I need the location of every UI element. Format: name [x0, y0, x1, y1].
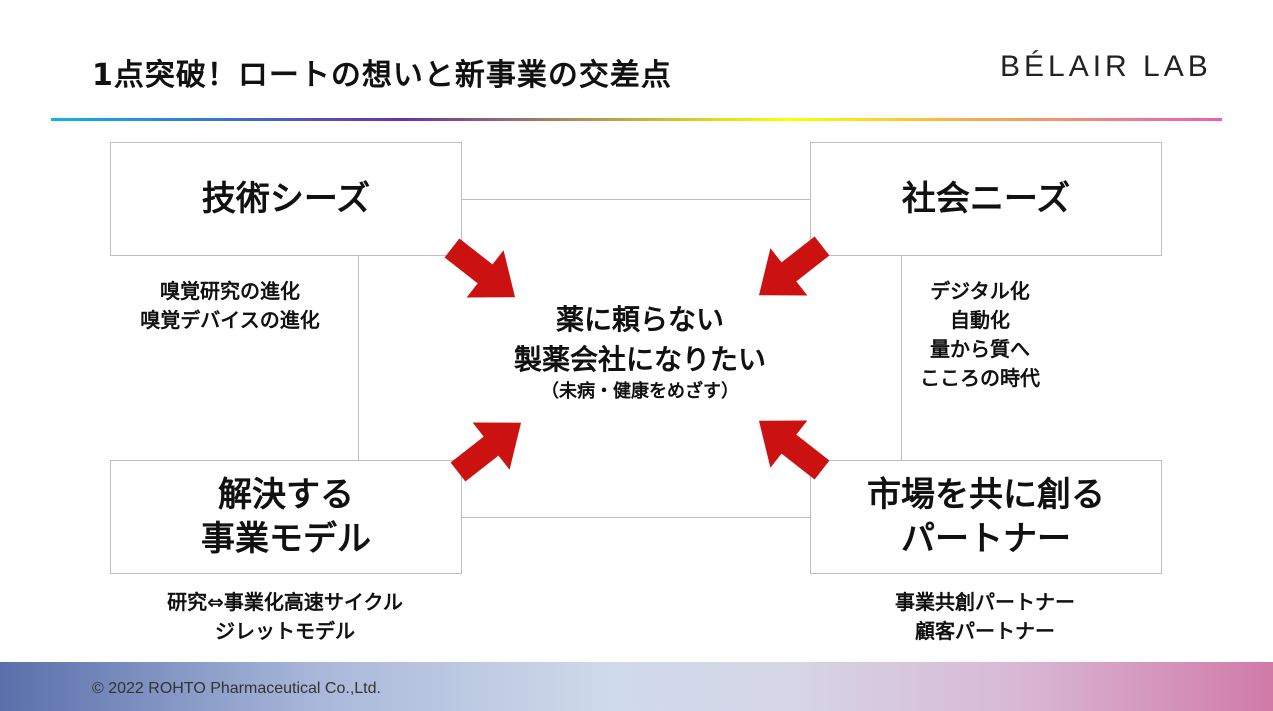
- footer-band: [0, 662, 1273, 711]
- box-technology-seeds: 技術シーズ: [110, 142, 462, 256]
- arrow-bottom-right-icon: [740, 397, 841, 494]
- connector-left: [358, 256, 359, 460]
- note-business: 研究⇔事業化高速サイクル ジレットモデル: [167, 590, 403, 643]
- center-message: 薬に頼らない 製薬会社になりたい （未病・健康をめざす）: [480, 300, 800, 404]
- note-partners: 事業共創パートナー 顧客パートナー: [895, 590, 1075, 643]
- note-social: デジタル化 自動化 量から質へ こころの時代: [920, 279, 1040, 390]
- belair-lab-logo: BÉLAIR LAB: [1000, 50, 1212, 83]
- center-sub-text: （未病・健康をめざす）: [541, 381, 739, 402]
- center-main-text: 薬に頼らない 製薬会社になりたい: [513, 303, 766, 376]
- note-technology: 嗅覚研究の進化 嗅覚デバイスの進化: [140, 279, 320, 332]
- arrow-bottom-left-icon: [439, 399, 540, 496]
- copyright: © 2022 ROHTO Pharmaceutical Co.,Ltd.: [92, 680, 381, 697]
- box-partners: 市場を共に創る パートナー: [810, 460, 1162, 574]
- connector-top: [462, 199, 810, 200]
- arrow-top-left-icon: [433, 224, 534, 321]
- connector-right: [901, 256, 902, 460]
- box-business-model: 解決する 事業モデル: [110, 460, 462, 574]
- slide-title: 1点突破！ロートの想いと新事業の交差点: [92, 58, 672, 93]
- connector-bottom: [462, 517, 810, 518]
- arrow-top-right-icon: [740, 222, 841, 319]
- gradient-divider: [51, 118, 1222, 121]
- box-social-needs: 社会ニーズ: [810, 142, 1162, 256]
